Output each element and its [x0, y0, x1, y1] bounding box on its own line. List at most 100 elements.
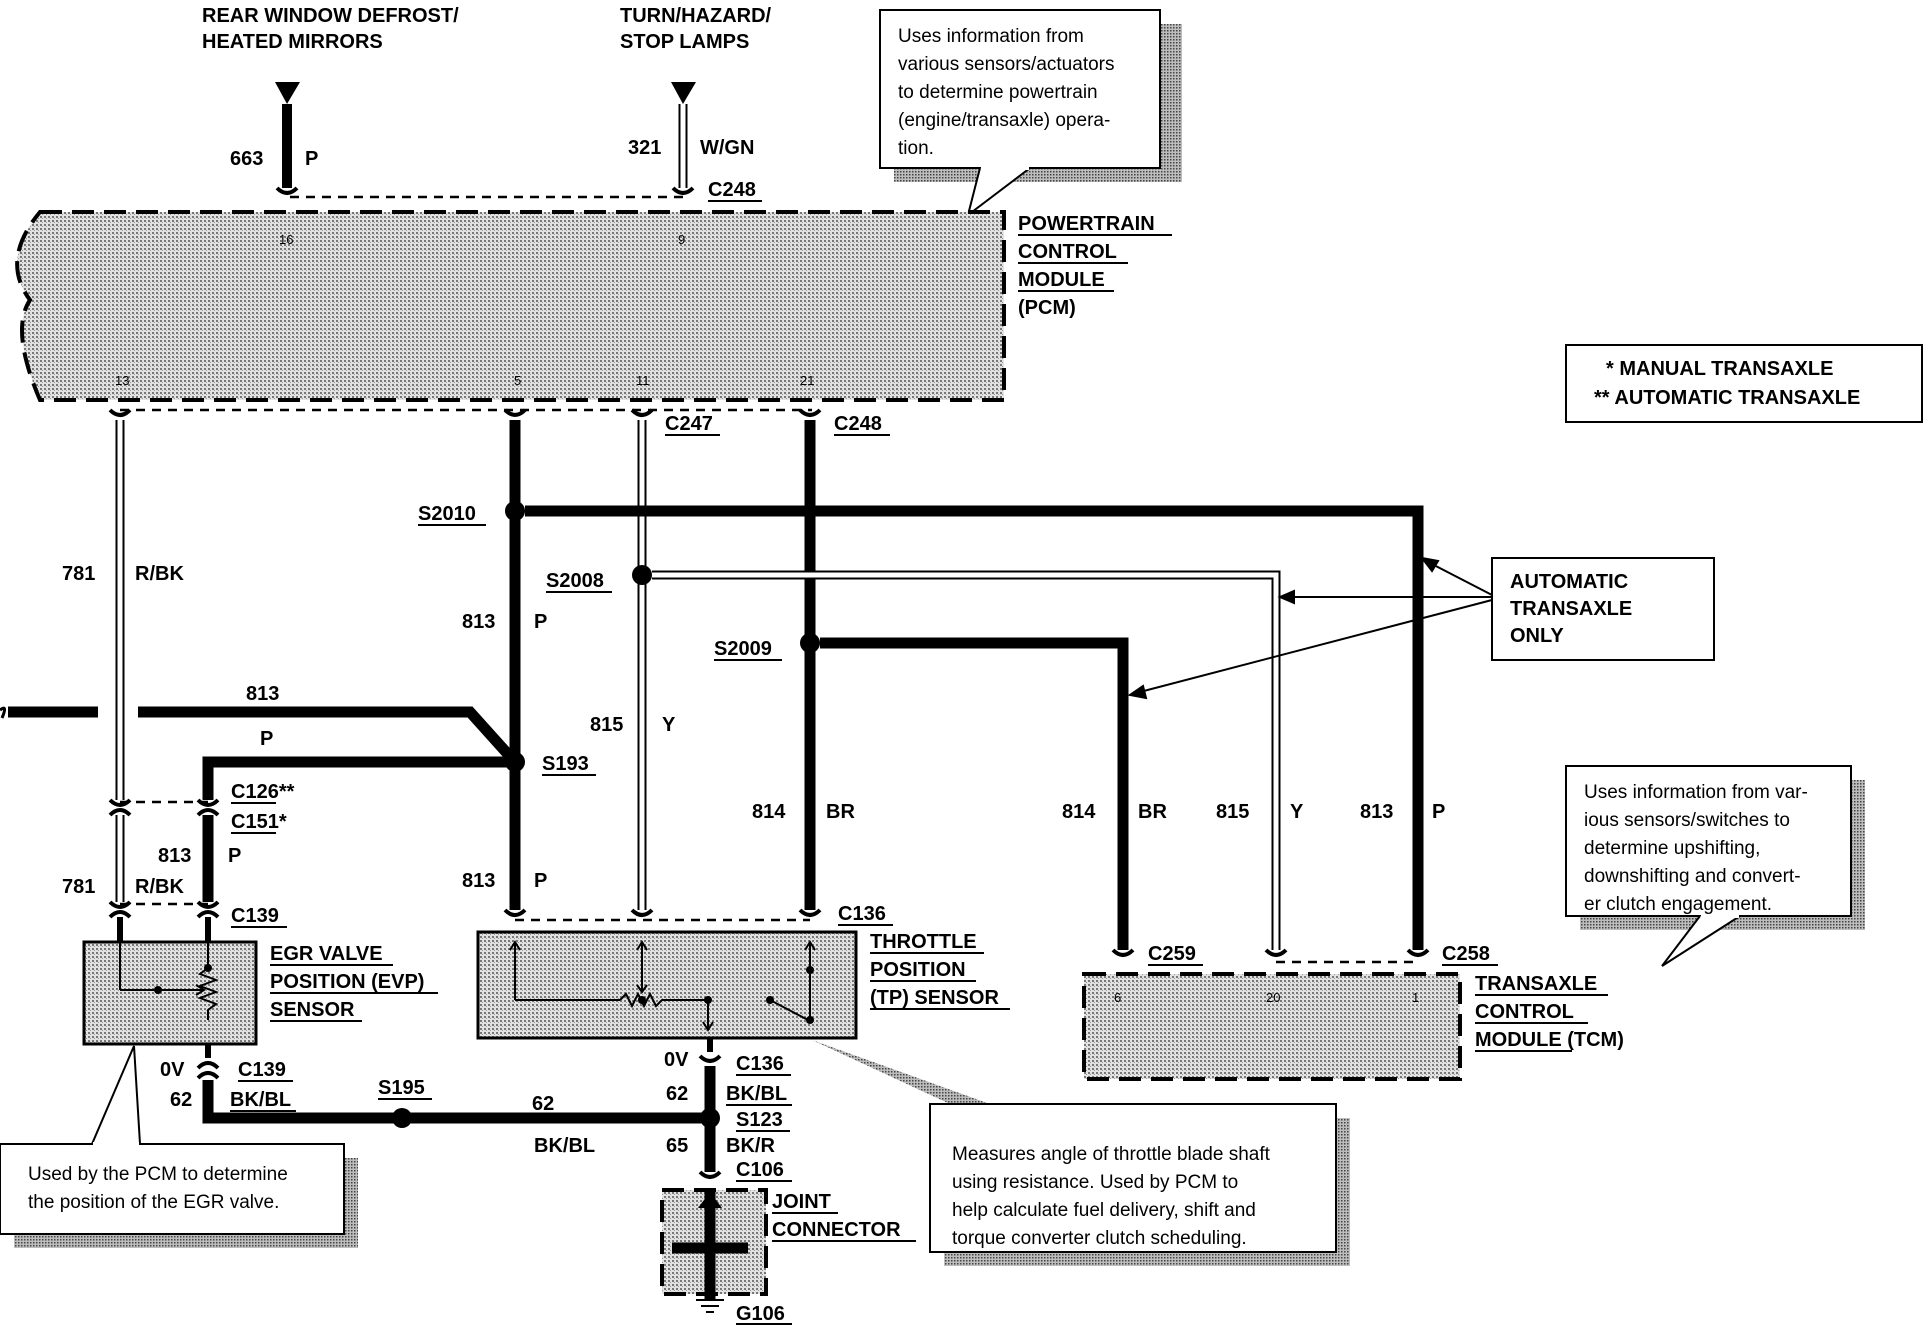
wire-781 — [108, 408, 132, 942]
pcm-pin-5: 5 — [514, 373, 521, 388]
circuit-813d-label: 813 — [158, 845, 191, 867]
splice-s195-dot — [392, 1108, 412, 1128]
tcm-note-line-3: determine upshifting, — [1584, 838, 1760, 859]
auto-only-arrows — [1127, 556, 1493, 700]
egr-node-2 — [204, 964, 212, 972]
pcm-note-line-4: (engine/transaxle) opera- — [898, 110, 1110, 131]
wire-815-tcm — [652, 570, 1288, 957]
egr-label-1: EGR VALVE — [270, 943, 383, 965]
connector-c151: C151* — [231, 811, 287, 833]
pcm-note-line-2: various sensors/actuators — [898, 54, 1115, 75]
tp-node-3 — [766, 996, 774, 1004]
ground-g106-icon — [696, 1299, 724, 1313]
connector-c139-bot: C139 — [238, 1059, 286, 1081]
tp-node-2 — [704, 996, 712, 1004]
circuit-65-color: BK/R — [726, 1135, 775, 1157]
wire-813-egr — [196, 756, 515, 942]
tp-sensor — [476, 930, 858, 1040]
circuit-814b-label: 814 — [1062, 801, 1096, 823]
turn-hazard-arrowhead-icon — [671, 82, 696, 104]
pcm-pin-11: 11 — [636, 373, 650, 388]
tcm-pin-20: 20 — [1266, 990, 1280, 1005]
circuit-815b-color: Y — [1290, 801, 1304, 823]
wire-813-pcm — [503, 408, 527, 917]
tp-note-pointer-shadow — [812, 1040, 990, 1104]
splice-s193: S193 — [542, 753, 589, 775]
tcm-label-2: CONTROL — [1475, 1001, 1574, 1023]
egr-sensor — [82, 940, 258, 1046]
tp-node-5 — [806, 1016, 814, 1024]
pcm-label-3: MODULE — [1018, 269, 1105, 291]
circuit-65-label: 65 — [666, 1135, 688, 1157]
circuit-813e-label: 813 — [1360, 801, 1393, 823]
pcm-pin-9: 9 — [678, 232, 685, 247]
joint-connector-cross-icon — [672, 1190, 748, 1300]
tp-sensor-schematic-icon — [509, 940, 816, 1032]
wire-814-tcm — [820, 637, 1135, 957]
pcm-label-1: POWERTRAIN — [1018, 213, 1155, 235]
egr-label-2: POSITION (EVP) — [270, 971, 424, 993]
wire-813-left — [0, 706, 520, 766]
circuit-814b-color: BR — [1138, 801, 1167, 823]
tcm-note-pointer — [1661, 915, 1741, 967]
circuit-321-label: 321 — [628, 137, 661, 159]
circuit-321-color: W/GN — [700, 137, 754, 159]
connector-c259: C259 — [1148, 943, 1196, 965]
circuit-815a-color: Y — [662, 714, 676, 736]
connector-c247: C247 — [665, 413, 713, 435]
pcm-note-pointer — [966, 167, 1031, 218]
turn-hazard-label-1: TURN/HAZARD/ — [620, 5, 772, 27]
wire-62-tp — [698, 1038, 722, 1118]
tcm-module — [1082, 972, 1462, 1081]
egr-node-1 — [154, 986, 162, 994]
wire-62-egr — [196, 1044, 710, 1124]
tcm-pin-1: 1 — [1412, 990, 1419, 1005]
ov-left: 0V — [160, 1059, 185, 1081]
egr-note-line-2: the position of the EGR valve. — [28, 1192, 279, 1213]
legend-automatic: ** AUTOMATIC TRANSAXLE — [1594, 387, 1860, 409]
circuit-663-label: 663 — [230, 148, 263, 170]
connector-c106: C106 — [736, 1159, 784, 1181]
wire-65 — [698, 1118, 722, 1179]
legend-manual: * MANUAL TRANSAXLE — [1606, 358, 1833, 380]
connector-c136-bot: C136 — [736, 1053, 784, 1075]
tcm-note-line-2: ious sensors/switches to — [1584, 810, 1790, 831]
circuit-62b-color: BK/BL — [534, 1135, 595, 1157]
connector-c258: C258 — [1442, 943, 1490, 965]
pcm-label-2: CONTROL — [1018, 241, 1117, 263]
pcm-module — [15, 210, 1006, 402]
circuit-62a-label: 62 — [170, 1089, 192, 1111]
rear-window-label-1: REAR WINDOW DEFROST/ — [202, 5, 459, 27]
wire-663 — [275, 104, 299, 195]
splice-s2010: S2010 — [418, 503, 476, 525]
joint-label-2: CONNECTOR — [772, 1219, 901, 1241]
circuit-813a-color: P — [534, 611, 547, 633]
circuit-813c-label: 813 — [246, 683, 279, 705]
circuit-813e-color: P — [1432, 801, 1445, 823]
ground-g106: G106 — [736, 1303, 785, 1325]
splice-s123: S123 — [736, 1109, 783, 1131]
egr-note-box — [0, 1143, 345, 1235]
circuit-62c-color: BK/BL — [726, 1083, 787, 1105]
circuit-663-color: P — [305, 148, 318, 170]
circuit-813a-label: 813 — [462, 611, 495, 633]
pcm-note-box — [879, 9, 1161, 169]
pcm-pin-13: 13 — [115, 373, 129, 388]
pcm-pin-21: 21 — [800, 373, 814, 388]
circuit-813b-color: P — [534, 870, 547, 892]
circuit-815a-label: 815 — [590, 714, 623, 736]
tp-note-line-2: using resistance. Used by PCM to — [952, 1172, 1238, 1193]
connector-c126: C126** — [231, 781, 295, 803]
connector-c139-top: C139 — [231, 905, 279, 927]
turn-hazard-label-2: STOP LAMPS — [620, 31, 749, 53]
connector-c136-top: C136 — [838, 903, 886, 925]
egr-note-pointer — [91, 1045, 141, 1145]
tcm-label-3: MODULE (TCM) — [1475, 1029, 1624, 1051]
splice-s2010-dot — [505, 501, 525, 521]
auto-only-line-2: TRANSAXLE — [1510, 598, 1632, 620]
tp-node-1 — [638, 996, 646, 1004]
auto-only-line-3: ONLY — [1510, 625, 1564, 647]
circuit-815b-label: 815 — [1216, 801, 1249, 823]
wire-321 — [671, 104, 695, 195]
connector-c248-mid: C248 — [834, 413, 882, 435]
